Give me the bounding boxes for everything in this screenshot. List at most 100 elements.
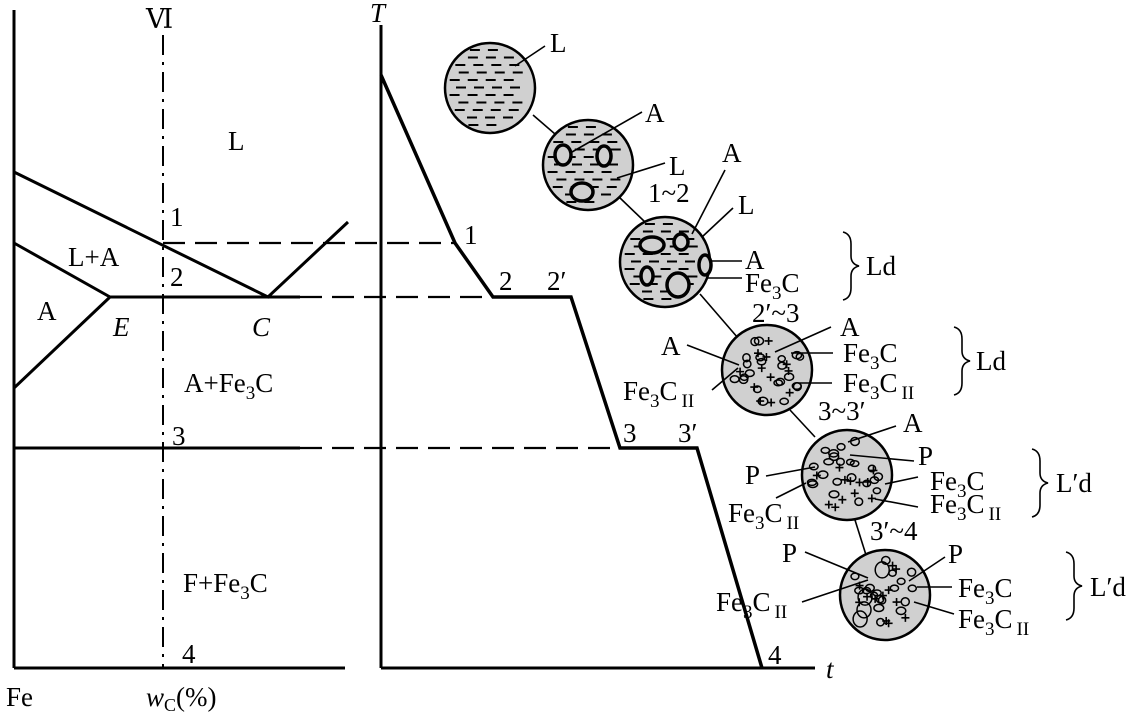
grain-particle [773, 379, 784, 387]
grain-particle [739, 373, 749, 382]
curve-point-3: 3 [623, 418, 637, 448]
t-axis-label: T [370, 0, 387, 28]
stage-label: 3~3′ [818, 396, 866, 426]
grain-particle [729, 375, 740, 384]
austenite-grain [639, 265, 655, 287]
region-a-fe3c: A+Fe3C [184, 368, 273, 404]
grain-particle [750, 336, 760, 347]
grain-particle [792, 382, 803, 392]
curve-point-3p: 3′ [678, 418, 697, 448]
grain-particle [888, 569, 897, 577]
group-label-ld: Ld [866, 251, 896, 281]
cross-mark [850, 489, 859, 498]
grain-particle [872, 487, 882, 495]
grain-particle [852, 610, 868, 628]
brace [953, 326, 971, 396]
grain-particle [817, 470, 829, 480]
solidus-line [13, 241, 111, 299]
label-fe3c: Fe3C [958, 573, 1013, 609]
cross-mark [784, 366, 793, 375]
grain-particle [861, 586, 872, 595]
grain-particle [864, 583, 875, 593]
label-p: P [948, 539, 963, 569]
curve-point-1: 1 [464, 220, 478, 250]
point-c: C [252, 312, 271, 342]
time-axis-label: t [826, 654, 835, 684]
cross-mark [782, 360, 791, 369]
marker-4: 4 [182, 639, 196, 669]
label-p: P [782, 538, 797, 568]
austenite-grain [665, 271, 691, 299]
austenite-grain [553, 143, 573, 167]
cross-mark [840, 475, 849, 484]
grain-particle [744, 369, 755, 378]
marker-1: 1 [170, 202, 184, 232]
grain-particle [828, 452, 840, 462]
grain-particle [845, 458, 855, 466]
region-l: L [228, 126, 245, 156]
grain-particle [752, 385, 762, 394]
grain-particle [869, 591, 879, 600]
grain-particle [876, 617, 885, 627]
cross-mark [863, 477, 872, 486]
grain-particle [836, 442, 846, 451]
cross-mark [762, 352, 771, 361]
brace [1065, 551, 1083, 621]
label-p: P [745, 460, 760, 490]
grain-particle [873, 603, 885, 613]
stage-label: 1~2 [648, 178, 690, 208]
grain-particle [889, 584, 900, 592]
label-fe3c: Fe3C [930, 466, 985, 502]
grain-particle [791, 350, 803, 360]
cross-mark [766, 373, 775, 382]
grain-particle [828, 448, 840, 458]
cross-mark [754, 349, 763, 358]
region-l-a: L+A [68, 242, 120, 272]
stage-label: 3′~4 [870, 516, 918, 546]
label-l: L [738, 190, 755, 220]
label-l: L [550, 28, 567, 58]
label-a: A [722, 138, 742, 168]
cross-mark [838, 495, 847, 504]
region-a: A [37, 296, 57, 326]
group-label-l-prime-d: L′d [1090, 572, 1126, 602]
grain-particle [856, 601, 872, 619]
grain-particle [828, 490, 840, 499]
alloy-label: Ⅵ [145, 4, 173, 34]
brace [842, 231, 860, 301]
label-a: A [661, 331, 681, 361]
grain-particle [832, 477, 843, 486]
grain-particle [779, 397, 790, 406]
grain-particle [777, 355, 787, 363]
austenite-grain [569, 181, 595, 203]
cross-mark [824, 500, 833, 509]
brace [1031, 448, 1049, 518]
label-a: A [903, 408, 923, 438]
point-e: E [112, 312, 130, 342]
cross-mark [767, 398, 776, 407]
cross-mark [757, 364, 766, 373]
curve-point-2: 2 [499, 266, 513, 296]
cross-mark [892, 598, 901, 607]
label-a: A [645, 98, 665, 128]
fe-label: Fe [6, 682, 33, 712]
label-a: A [745, 245, 765, 275]
austenite-grain [672, 232, 690, 252]
grain-particle [895, 606, 907, 616]
labels-stage-0: L [514, 28, 567, 67]
grain-particle [742, 352, 751, 363]
label-a: A [840, 312, 860, 342]
austenite-grain [595, 144, 613, 168]
grain-particle [867, 464, 877, 473]
wc-label: wC(%) [146, 682, 217, 715]
grain-particle [808, 462, 819, 471]
cross-mark [831, 503, 840, 512]
grain-particle [835, 457, 845, 466]
